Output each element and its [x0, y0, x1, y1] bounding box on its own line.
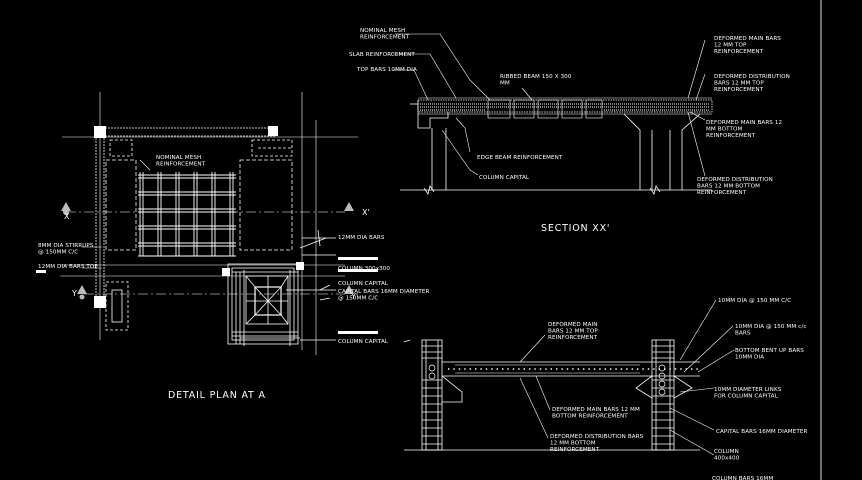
section-label-slab-reinforcement: SLAB REINFORCEMENT — [349, 52, 415, 58]
label-bar — [36, 270, 46, 273]
plan-label-column-capital-2: COLUMN CAPITAL — [338, 339, 389, 345]
axis-markers — [61, 202, 354, 300]
section-yy-drawing[interactable] — [403, 339, 700, 451]
section-xx-drawing[interactable] — [400, 97, 713, 195]
plan-label-capital-bars: CAPITAL BARS 16MM DIAMETER@ 150MM C/C — [338, 289, 429, 302]
capital-rings — [428, 364, 666, 396]
axis-label-y-prime: Y' — [350, 292, 358, 301]
section-label-top-bars: TOP BARS 10MM DIA — [356, 67, 417, 73]
label-bar — [338, 257, 378, 260]
column-capital-plan — [222, 262, 304, 346]
plan-label-column-capital: COLUMN CAPITAL — [338, 281, 389, 287]
section-leader-lines — [393, 33, 706, 177]
section-slab-hatch — [420, 103, 710, 111]
section-xx-title: SECTION XX' — [541, 223, 610, 234]
label-bar — [338, 269, 378, 272]
plan-leader-lines — [82, 159, 151, 269]
bottom-label-capital-bars: CAPITAL BARS 16MM DIAMETER — [716, 429, 807, 435]
bottom-label-column-bottom: COLUMN BARS 16MM — [712, 476, 773, 480]
section-label-edge-beam: EDGE BEAM REINFORCEMENT — [477, 155, 563, 161]
bottom-label-dia-1: 10MM DIA @ 150 MM C/C — [718, 298, 791, 304]
plan-label-top-bars: 12MM DIA BARS TOP — [38, 264, 98, 270]
axis-label-x: X — [64, 212, 70, 221]
plan-label-bars-right: 12MM DIA BARS — [338, 235, 385, 241]
detail-plan-title: DETAIL PLAN AT A — [168, 390, 266, 401]
section-label-column-capital: COLUMN CAPITAL — [479, 175, 530, 181]
detail-plan-drawing[interactable] — [60, 92, 358, 355]
column-ties — [422, 345, 674, 445]
plan-label-column-size: COLUMN 300x300 — [338, 266, 390, 272]
label-bar — [338, 331, 378, 334]
axis-label-y: Y — [71, 289, 77, 298]
axis-label-x-prime: X' — [362, 208, 370, 217]
plan-label-stirrups: 8MM DIA STIRRUPS@ 150MM C/C — [38, 243, 94, 256]
waffle-rib-grid — [138, 172, 236, 257]
bottom-leader-lines — [519, 299, 735, 456]
